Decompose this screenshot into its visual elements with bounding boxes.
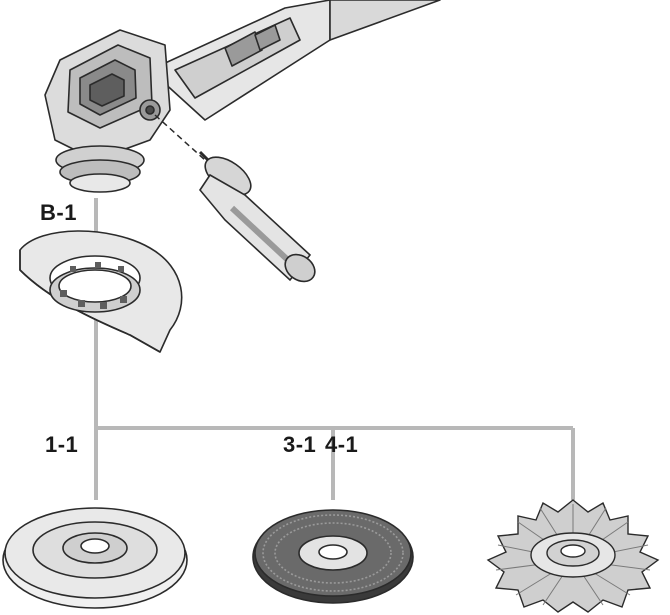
abrasive-disc-icon: [252, 509, 414, 604]
connector-lines: [94, 198, 575, 500]
backing-flange-disc-icon: [2, 507, 188, 609]
side-handle-icon: [198, 150, 316, 283]
label-4-1: 4-1: [325, 432, 359, 457]
label-1-1: 1-1: [45, 432, 79, 457]
label-3-1: 3-1: [283, 432, 317, 457]
label-b-1: B-1: [40, 200, 77, 225]
wheel-guard-icon: [19, 230, 183, 353]
angle-grinder-icon: [44, 0, 441, 193]
knotted-wire-brush-icon: [486, 499, 660, 613]
